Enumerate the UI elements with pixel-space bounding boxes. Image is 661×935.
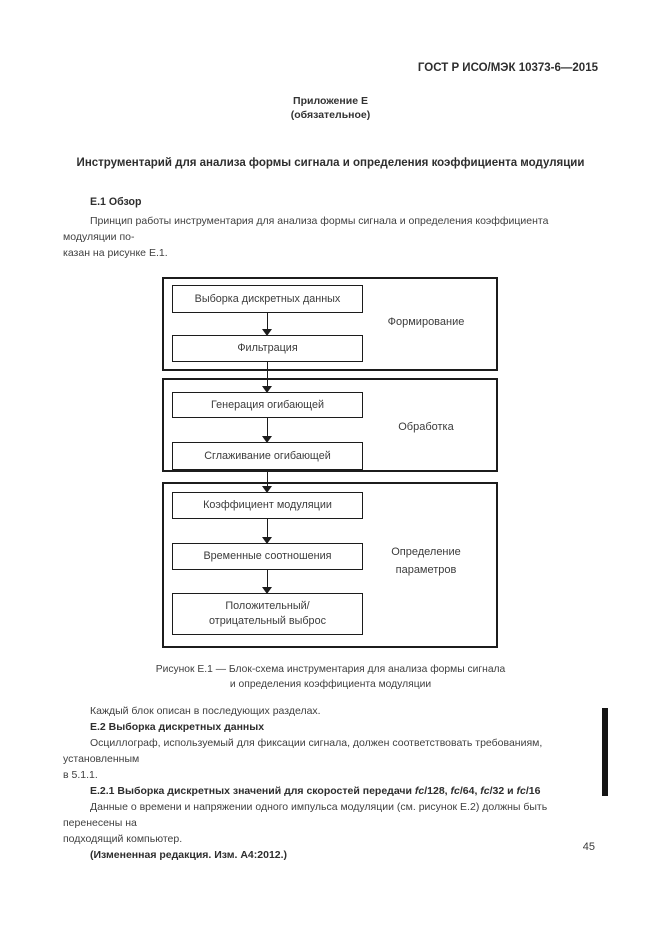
italic-run: fc [480,785,490,797]
flow-arrow [262,362,273,393]
diagram-group-label-parameters: Определение параметров [391,546,461,576]
body-text-block: Каждый блок описан в последующих раздела… [63,703,598,863]
arrow-down-icon [262,537,272,544]
diagram-group-label-forming: Формирование [387,316,465,328]
italic-run: fc [414,785,425,797]
arrow-down-icon [262,436,272,443]
text-run: /32 и [489,785,517,797]
section-heading-e21: Е.2.1 Выборка дискретных значений для ск… [63,783,598,799]
text-run: Е.2.1 Выборка дискретных значений для ск… [90,785,415,797]
arrow-shaft [266,469,269,488]
diagram-box-modulation-index: Коэффициент модуляции [172,492,363,519]
italic-run: fc [516,785,526,797]
paragraph-e1: Принцип работы инструментария для анализ… [63,215,549,259]
arrow-down-icon [262,329,272,336]
diagram-group-label-processing: Обработка [398,421,454,433]
flow-arrow [262,312,273,336]
flow-arrow [262,518,273,544]
flow-arrow [262,469,273,493]
paragraph-e21: Данные о времени и напряжении одного имп… [63,801,548,845]
paragraph-blocks-note: Каждый блок описан в последующих раздела… [90,705,321,717]
text-run: /64, [459,785,481,797]
page-number: 45 [582,841,595,853]
page-title: Инструментарий для анализа формы сигнала… [76,157,585,169]
diagram-box-overshoot: Положительный/ отрицательный выброс [172,593,363,635]
change-bar [602,708,608,796]
diagram-box-envelope-smoothing: Сглаживание огибающей [172,442,363,470]
section-heading-e1: Е.1 Обзор [90,196,142,208]
italic-run: fc [450,785,460,797]
diagram-box-filtering: Фильтрация [172,335,363,362]
page-content: ГОСТ Р ИСО/МЭК 10373-6—2015 Приложение Е… [63,62,598,863]
arrow-down-icon [262,486,272,493]
section-heading-e2: Е.2 Выборка дискретных данных [90,721,265,733]
arrow-shaft [266,362,269,388]
arrow-shaft [266,518,269,539]
flow-diagram: Выборка дискретных данных Фильтрация Ген… [162,277,498,648]
diagram-box-sampling: Выборка дискретных данных [172,285,363,313]
paragraph-e2: Осциллограф, используемый для фиксации с… [63,737,543,781]
annex-title: Приложение Е [293,95,368,107]
arrow-down-icon [262,386,272,393]
flow-arrow [262,569,273,594]
flow-arrow [262,418,273,443]
arrow-down-icon [262,587,272,594]
text-run: /128, [424,785,451,797]
amended-note: (Измененная редакция. Изм. А4:2012.) [90,849,288,861]
figure-caption: Рисунок Е.1 — Блок-схема инструментария … [155,664,506,690]
arrow-shaft [266,569,269,589]
doc-header: ГОСТ Р ИСО/МЭК 10373-6—2015 [417,62,598,74]
text-run: /16 [525,785,541,797]
arrow-shaft [266,418,269,438]
diagram-box-timing: Временные соотношения [172,543,363,570]
arrow-shaft [266,312,269,331]
annex-subtitle: (обязательное) [290,108,371,121]
diagram-box-envelope-generation: Генерация огибающей [172,392,363,418]
